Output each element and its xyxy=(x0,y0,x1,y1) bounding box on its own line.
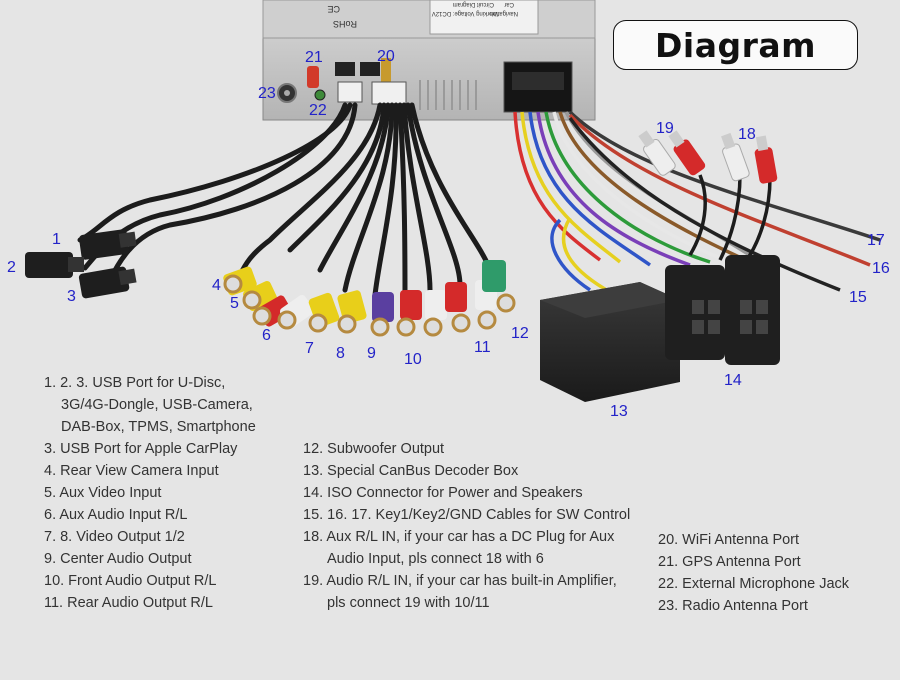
callout-22: 22 xyxy=(309,102,327,119)
callout-7: 7 xyxy=(305,340,314,357)
callout-14: 14 xyxy=(724,372,742,389)
callout-17: 17 xyxy=(867,232,885,249)
callout-9: 9 xyxy=(367,345,376,362)
callout-4: 4 xyxy=(212,277,221,294)
callout-6: 6 xyxy=(262,327,271,344)
rca-plug-18-red xyxy=(754,135,778,184)
unit-label-text: RoHS CE Circuit Diagram Working Voltage:… xyxy=(327,1,518,29)
callout-1: 1 xyxy=(52,231,61,248)
circuit-label: Circuit Diagram xyxy=(453,1,494,7)
callout-13: 13 xyxy=(610,403,628,420)
wifi-antenna-port xyxy=(381,58,391,86)
callout-20: 20 xyxy=(377,48,395,65)
usb-plug-3 xyxy=(78,266,137,299)
legend-column-2: 12. Subwoofer Output 13. Special CanBus … xyxy=(303,438,630,614)
callout-19: 19 xyxy=(656,120,674,137)
rca-10-red xyxy=(396,290,422,337)
rohs-mark: RoHS xyxy=(333,19,357,29)
callout-15: 15 xyxy=(849,289,867,306)
rca-plug-18-white xyxy=(721,132,750,182)
rca-10-white xyxy=(423,290,447,337)
rca-12-green xyxy=(482,260,516,313)
legend-item: Audio Input, pls connect 18 with 6 xyxy=(327,551,544,567)
usb-plug-2 xyxy=(25,252,84,278)
legend-item: 6. Aux Audio Input R/L xyxy=(44,507,188,523)
legend-item: 3G/4G-Dongle, USB-Camera, xyxy=(61,397,253,413)
rca-plug-19-white xyxy=(638,130,676,176)
rca-4-yellow xyxy=(223,266,257,296)
rca-7-yellow xyxy=(308,292,340,333)
callout-16: 16 xyxy=(872,260,890,277)
legend-item: 5. Aux Video Input xyxy=(44,485,162,501)
iso-connector xyxy=(665,255,780,365)
head-unit: RoHS CE Circuit Diagram Working Voltage:… xyxy=(262,0,596,121)
callout-2: 2 xyxy=(7,259,16,276)
car-label: Car xyxy=(504,1,514,7)
rca-11-red xyxy=(445,282,471,333)
rca-8-yellow xyxy=(337,290,367,334)
navigation-label: Navigation xyxy=(490,10,518,16)
callout-10: 10 xyxy=(404,351,422,368)
legend-item: 19. Audio R/L IN, if your car has built-… xyxy=(303,573,617,589)
legend-item: 15. 16. 17. Key1/Key2/GND Cables for SW … xyxy=(303,507,631,523)
legend-item: 4. Rear View Camera Input xyxy=(44,463,219,479)
title-box: Diagram xyxy=(613,20,858,70)
iso-harness-wires xyxy=(513,110,881,294)
legend-item: 3. USB Port for Apple CarPlay xyxy=(44,441,238,457)
rca-6-white xyxy=(277,294,315,330)
usb-plug-1 xyxy=(79,229,137,260)
legend-item: 12. Subwoofer Output xyxy=(303,441,445,457)
canbus-decoder-box xyxy=(540,282,680,402)
legend-item: pls connect 19 with 10/11 xyxy=(327,595,490,611)
legend-item: 21. GPS Antenna Port xyxy=(658,554,801,570)
callout-8: 8 xyxy=(336,345,345,362)
aux-rca-cables xyxy=(688,174,772,261)
rca-plug-19-red xyxy=(668,130,706,176)
cable-bundle xyxy=(77,102,493,303)
callout-11: 11 xyxy=(474,339,491,356)
legend-item: 10. Front Audio Output R/L xyxy=(44,573,217,589)
callout-3: 3 xyxy=(67,288,76,305)
rca-jacks xyxy=(223,260,516,337)
ce-mark: CE xyxy=(327,4,340,14)
legend-item: 9. Center Audio Output xyxy=(44,551,192,567)
legend-column-1: 1. 2. 3. USB Port for U-Disc, 3G/4G-Dong… xyxy=(44,372,256,614)
callout-18: 18 xyxy=(738,126,756,143)
callout-23: 23 xyxy=(258,85,276,102)
page-title: Diagram xyxy=(654,25,817,65)
legend-item: 13. Special CanBus Decoder Box xyxy=(303,463,519,479)
legend-item: 23. Radio Antenna Port xyxy=(658,598,808,614)
callout-12: 12 xyxy=(511,325,529,342)
gps-antenna-port xyxy=(307,66,319,88)
legend-item: 7. 8. Video Output 1/2 xyxy=(44,529,185,545)
legend-item: 22. External Microphone Jack xyxy=(658,576,850,592)
callout-5: 5 xyxy=(230,295,239,312)
callout-21: 21 xyxy=(305,49,323,66)
legend-item: 14. ISO Connector for Power and Speakers xyxy=(303,485,583,501)
legend-item: DAB-Box, TPMS, Smartphone xyxy=(61,419,256,435)
voltage-label: Working Voltage: DC12V xyxy=(432,10,498,16)
legend-item: 1. 2. 3. USB Port for U-Disc, xyxy=(44,375,226,391)
rca-9-purple xyxy=(370,292,394,337)
legend-item: 18. Aux R/L IN, if your car has a DC Plu… xyxy=(303,529,615,545)
legend-column-3: 20. WiFi Antenna Port 21. GPS Antenna Po… xyxy=(658,529,849,617)
microphone-jack xyxy=(314,89,326,101)
legend-item: 11. Rear Audio Output R/L xyxy=(44,595,214,611)
legend-item: 20. WiFi Antenna Port xyxy=(658,532,800,548)
